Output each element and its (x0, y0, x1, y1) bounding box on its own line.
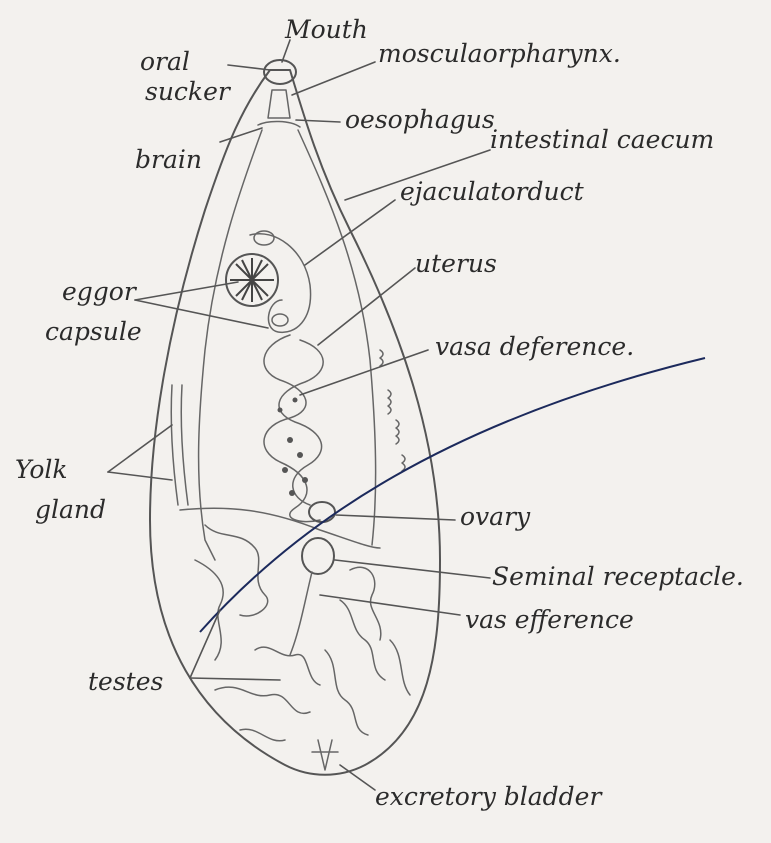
label-vasa-deferentia: vasa deference. (435, 332, 634, 361)
label-yolk-gland-line2: gland (35, 495, 106, 524)
label-oral-sucker-line1: oral (140, 47, 190, 76)
label-ejaculatory-duct: ejaculatorduct (400, 177, 585, 206)
label-brain: brain (135, 145, 202, 174)
label-eggs-or-line1: eggor (62, 277, 138, 306)
ejaculatory-duct (250, 234, 311, 333)
uterus-inner (279, 340, 323, 505)
ovary (309, 502, 335, 522)
seminal-receptacle (302, 538, 334, 574)
label-testes: testes (88, 667, 163, 696)
label-oral-sucker-line2: sucker (145, 77, 232, 106)
label-seminal-receptacle: Seminal receptacle. (492, 562, 744, 591)
label-intestinal-caecum: intestinal caecum (490, 125, 714, 154)
egg-capsule-hatch (230, 258, 274, 302)
label-ovary: ovary (460, 502, 531, 531)
label-muscular-pharynx: mosculaorpharynx. (378, 39, 621, 68)
yolk-gland-left (171, 385, 178, 505)
brain (258, 121, 300, 127)
label-eggs-or-line2: capsule (45, 317, 142, 346)
vitelline-duct (180, 508, 380, 548)
small-egg (254, 231, 274, 245)
intestinal-caecum-left (199, 130, 262, 560)
label-yolk-gland-line1: Yolk (15, 455, 68, 484)
excretory-bladder (312, 740, 338, 770)
label-oesophagus: oesophagus (345, 105, 495, 134)
label-vas-efferens: vas efference (465, 605, 634, 634)
label-mouth: Mouth (284, 15, 368, 44)
vas-efferens (290, 572, 312, 655)
small-egg (272, 314, 288, 326)
label-excretory-bladder: excretory bladder (375, 782, 603, 811)
label-uterus: uterus (415, 249, 497, 278)
pharynx (268, 90, 290, 118)
yolk-gland-right (380, 350, 405, 471)
intestinal-caecum-right (298, 130, 376, 545)
yolk-gland-left-2 (181, 385, 188, 505)
